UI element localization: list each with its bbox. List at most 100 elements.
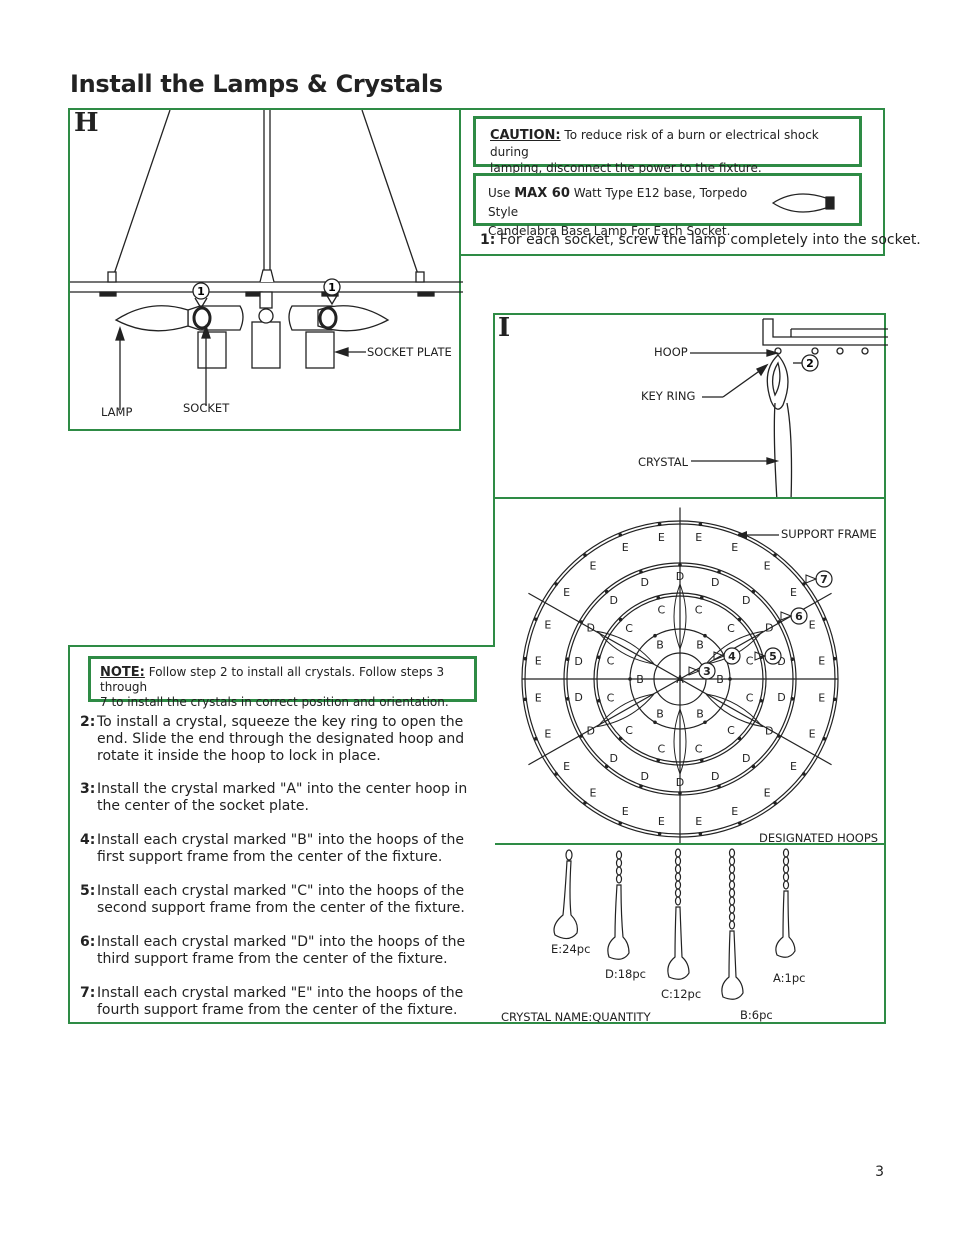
hoop-e (801, 772, 806, 776)
step-6-num: 6: (80, 934, 96, 950)
hoop-label-c: C (625, 622, 633, 635)
note-box: NOTE: Follow step 2 to install all cryst… (88, 656, 477, 709)
hoop-c (699, 596, 704, 600)
caution-text-2: lamping, disconnect the power to the fix… (490, 161, 762, 175)
step-7-text: Install each crystal marked "E" into the… (97, 985, 464, 1018)
step-7: 7:Install each crystal marked "E" into t… (80, 985, 478, 1019)
hoop-label-e: E (818, 654, 825, 667)
hoop-b (703, 633, 707, 638)
callout-pointer (688, 666, 701, 676)
hoop-label-c: C (746, 654, 754, 667)
hoop-c (699, 758, 704, 762)
hoop-b (728, 677, 732, 681)
hoop-d (717, 784, 721, 788)
step-4: 4:Install each crystal marked "B" into t… (80, 832, 478, 866)
hoop-e (554, 772, 559, 776)
hoop-e (523, 697, 528, 702)
crystal-d-label: D:18pc (605, 967, 646, 981)
hoop-d (790, 657, 795, 662)
hoop-b (653, 633, 657, 638)
ring-e (521, 520, 839, 838)
ring-c (593, 592, 767, 766)
hoop-label-b: B (656, 638, 664, 651)
hoop-label-c: C (695, 743, 703, 756)
hoop-label-e: E (622, 805, 629, 818)
hoop-e (583, 553, 587, 558)
callout-5-num: 5 (769, 650, 777, 663)
hoop-label-e: E (535, 692, 542, 705)
hoop-c (737, 736, 742, 741)
callout-1-right: 1 (328, 281, 336, 294)
hoop-label-a: A (676, 673, 684, 686)
hoop-label-d: D (711, 576, 719, 589)
hoop-label: HOOP (654, 345, 688, 359)
hoop-label-d: D (610, 594, 618, 607)
crystal-caption: CRYSTAL NAME:QUANTITY (501, 1010, 651, 1024)
hoop-b (703, 720, 707, 725)
hoop-label-d: D (765, 725, 773, 738)
hoop-c (597, 698, 601, 703)
hoop-b (628, 677, 632, 681)
section-h-letter: H (74, 108, 99, 138)
hoop-e (554, 582, 559, 586)
hoop-e (657, 522, 662, 527)
step-5-text: Install each crystal marked "C" into the… (97, 883, 465, 916)
step1-frame (459, 108, 885, 256)
hoop-e (657, 831, 662, 836)
hoop-label-d: D (587, 725, 595, 738)
hoop-label-e: E (695, 531, 702, 544)
step-2-num: 2: (80, 714, 96, 730)
hoop-d (639, 784, 643, 788)
hoop-e (822, 617, 826, 622)
hoop-keyring-diagram: 2 (690, 318, 888, 501)
callout-1-left: 1 (197, 285, 205, 298)
hoop-label-e: E (809, 618, 816, 631)
hoop-label-b: B (696, 638, 704, 651)
steps-panel (68, 645, 495, 1024)
hoop-d (639, 570, 643, 574)
support-frame-label: SUPPORT FRAME (781, 527, 877, 541)
bulb-use: Use (488, 186, 511, 200)
hoop-e (534, 617, 538, 622)
hoop-label-e: E (622, 541, 629, 554)
hoop-label-e: E (563, 760, 570, 773)
hoop-label-d: D (676, 776, 684, 789)
page-number: 3 (875, 1164, 884, 1180)
note-text-1: Follow step 2 to install all crystals. F… (100, 665, 445, 694)
callout-pointer (754, 651, 767, 661)
section-i-letter: I (498, 313, 511, 343)
ring-e-inner (524, 523, 836, 835)
hoop-label-e: E (563, 586, 570, 599)
hoop-label-d: D (610, 752, 618, 765)
lamp-petal (596, 693, 655, 728)
hoop-b (653, 720, 657, 725)
crystal-d-icon (607, 850, 630, 960)
designated-hoops-label: DESIGNATED HOOPS (759, 831, 879, 845)
hoop-e (822, 736, 826, 741)
hoop-e (618, 533, 623, 537)
hoop-d (579, 734, 584, 738)
ring-c-inner (596, 595, 764, 763)
hoop-label-b: B (716, 673, 724, 686)
crystal-types-diagram (553, 848, 796, 1000)
support-frame-arrow (737, 531, 747, 539)
hoop-d (565, 657, 570, 662)
hoop-label-e: E (589, 560, 596, 573)
crystal-e-icon (553, 849, 578, 940)
hoop-label-d: D (574, 655, 582, 668)
hoop-d (604, 589, 609, 594)
hoop-label-e: E (764, 786, 771, 799)
callout-6-num: 6 (795, 610, 803, 623)
crystal-label: CRYSTAL (638, 455, 689, 469)
note-heading: NOTE: (100, 665, 145, 680)
bulb-icon (771, 193, 835, 213)
hoop-label-c: C (658, 743, 666, 756)
step-3: 3:Install the crystal marked "A" into th… (80, 781, 478, 815)
crystal-a-icon (775, 848, 796, 958)
crystal-c-label: C:12pc (661, 987, 702, 1001)
hoop-label-e: E (695, 815, 702, 828)
note-text-2: 7 to install the crystals in correct pos… (100, 695, 449, 709)
crystal-b-label: B:6pc (740, 1008, 773, 1022)
